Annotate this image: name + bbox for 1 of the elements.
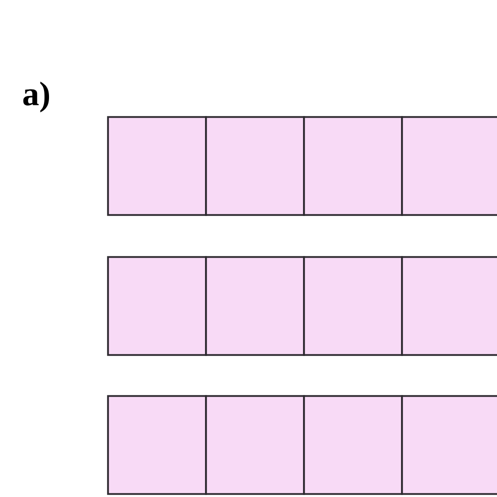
panel-label: a)	[23, 82, 50, 112]
